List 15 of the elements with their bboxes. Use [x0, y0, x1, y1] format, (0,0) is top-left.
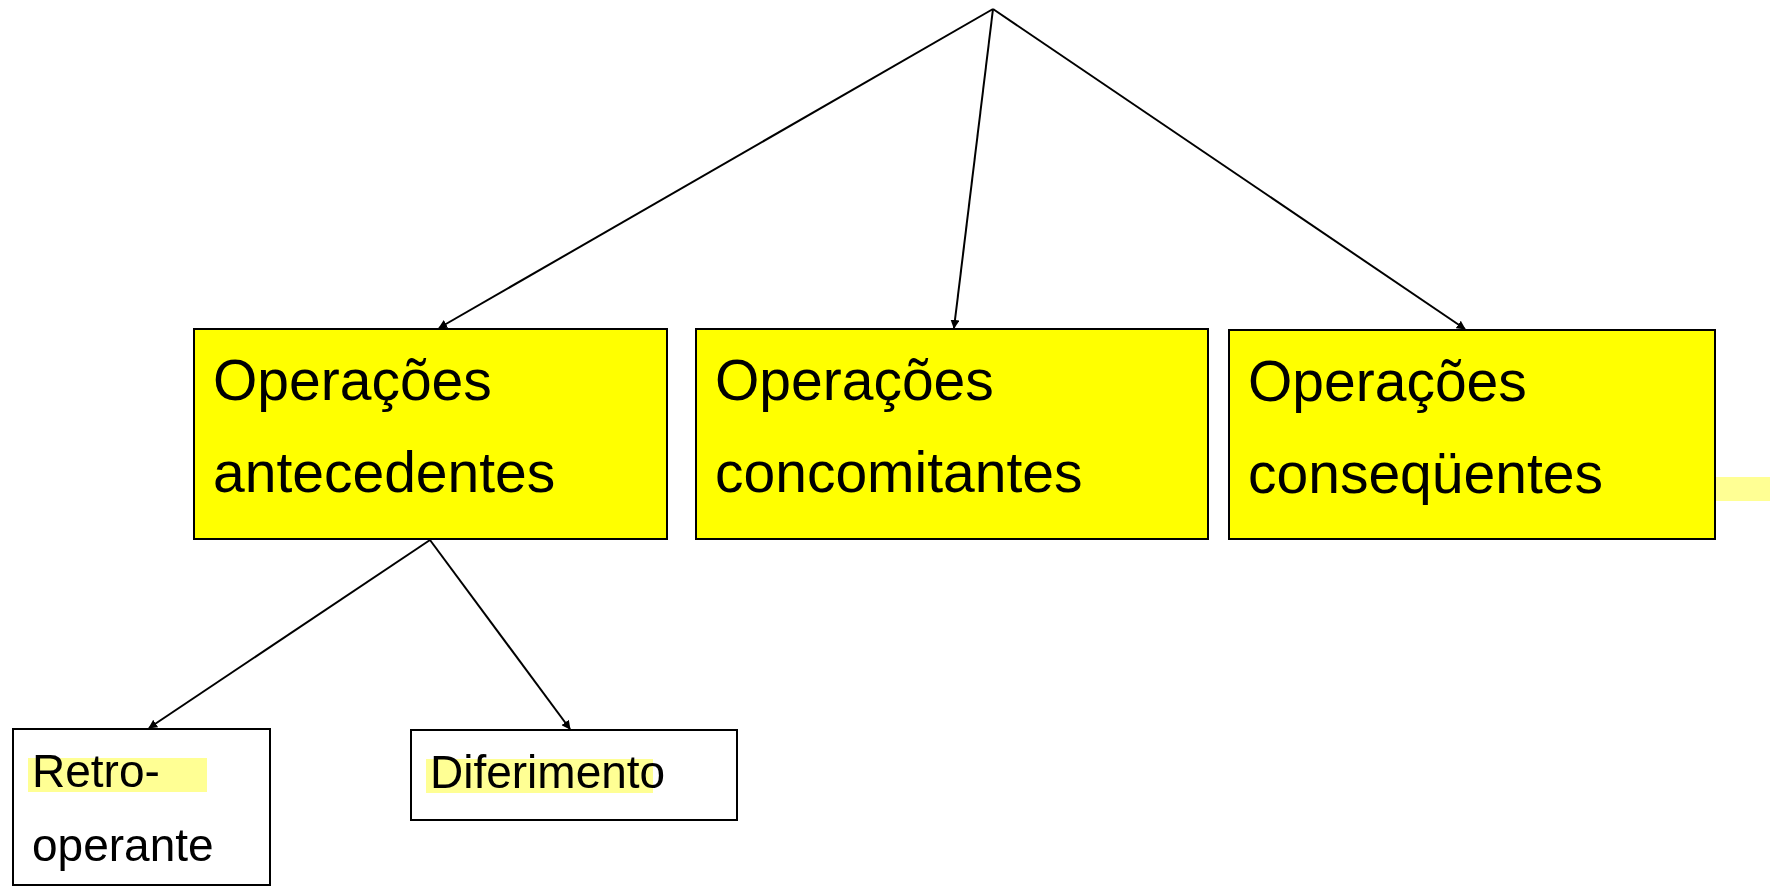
process-box	[1228, 329, 1716, 540]
process-box	[695, 328, 1209, 540]
arrow	[438, 8, 994, 329]
node-label: Operações concomitantes	[715, 347, 1084, 506]
arrow	[992, 8, 1466, 330]
node-label: Operações conseqüentes	[1248, 348, 1604, 507]
node-label: Retro- operante	[32, 744, 215, 873]
node-label: Diferimento	[430, 745, 667, 800]
process-box	[193, 328, 668, 540]
node-label: Operações antecedentes	[213, 347, 557, 506]
sub-box	[12, 728, 271, 886]
arrow	[429, 539, 571, 730]
arrow	[148, 539, 431, 729]
sub-box	[410, 729, 738, 821]
arrow	[950, 8, 994, 329]
